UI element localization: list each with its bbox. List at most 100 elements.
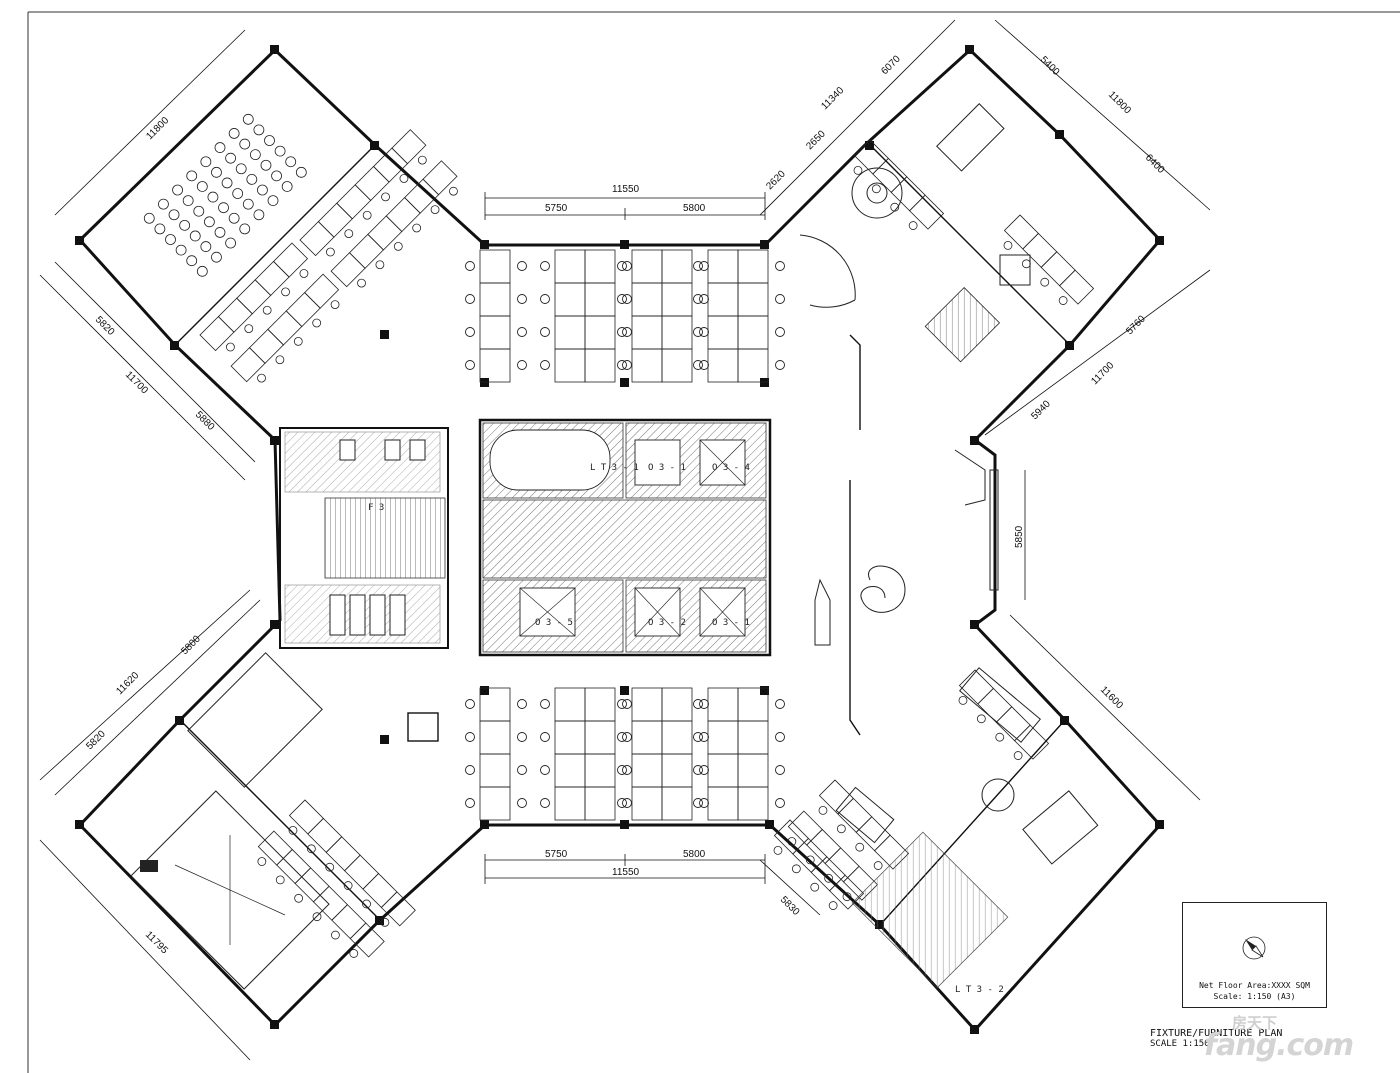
dim-ne-length-b: 6400 <box>1143 152 1167 176</box>
chair <box>186 170 198 182</box>
desk-group <box>787 779 910 902</box>
chair <box>343 881 353 890</box>
chair <box>693 294 703 304</box>
desk <box>707 348 739 383</box>
dim-ne-b: 2650 <box>804 128 828 152</box>
desk <box>276 848 312 885</box>
chair <box>331 930 340 940</box>
chair <box>617 732 627 742</box>
chair <box>275 355 285 365</box>
desk <box>236 279 272 315</box>
dim-nw-length: 11800 <box>144 115 171 142</box>
chair <box>805 855 815 865</box>
desk-group <box>199 242 340 383</box>
chair <box>449 186 458 196</box>
chair <box>908 221 918 230</box>
desk <box>331 904 367 940</box>
dim-nw-side-total: 11700 <box>123 369 150 396</box>
chair <box>465 294 475 304</box>
desk <box>348 233 385 269</box>
desk <box>554 249 586 284</box>
chair <box>412 223 422 233</box>
desk <box>584 720 616 755</box>
chair <box>517 798 527 808</box>
chair <box>540 798 550 808</box>
desk-group <box>773 819 865 910</box>
desk <box>584 753 616 788</box>
desk <box>792 837 828 873</box>
dim-e-side-a: 5760 <box>1124 313 1148 337</box>
desk <box>631 348 663 383</box>
desk <box>631 282 663 317</box>
dim-bottom-right: 5800 <box>683 849 706 860</box>
chair <box>281 181 293 192</box>
structural-columns <box>75 45 1164 1034</box>
chair <box>257 373 266 383</box>
chair <box>1003 241 1013 250</box>
chair-rows <box>143 113 307 277</box>
desk <box>837 797 873 833</box>
desk <box>707 282 739 317</box>
desk <box>810 856 846 892</box>
chair <box>699 327 709 337</box>
chair <box>517 699 527 709</box>
chair <box>617 699 627 709</box>
dim-se-length: 11600 <box>1098 684 1125 711</box>
legend-scale: Scale: 1:150 (A3) <box>1213 992 1296 1001</box>
desk <box>479 786 511 821</box>
chair <box>430 205 440 214</box>
desk <box>787 810 823 846</box>
desk <box>1059 269 1095 305</box>
chair <box>214 142 226 153</box>
chair <box>699 360 709 370</box>
desk <box>385 197 421 233</box>
chair <box>693 327 703 337</box>
dim-ne-c: 2620 <box>764 168 788 192</box>
desk <box>818 779 854 815</box>
chair <box>232 188 244 199</box>
chair <box>465 732 475 742</box>
desk <box>288 799 324 835</box>
dim-ne-length: 11800 <box>1106 89 1133 116</box>
desk <box>325 836 361 872</box>
chair <box>288 826 298 835</box>
chair <box>214 227 226 238</box>
chair <box>775 798 785 808</box>
desk <box>631 753 663 788</box>
chair <box>622 327 632 337</box>
desk <box>554 687 586 722</box>
chair <box>165 234 176 245</box>
chair <box>617 765 627 775</box>
desk <box>661 315 693 350</box>
chair <box>465 261 475 271</box>
chair <box>699 765 709 775</box>
desk <box>217 297 253 333</box>
chair <box>235 163 247 175</box>
desk <box>391 129 427 165</box>
chair <box>622 765 632 775</box>
chair <box>295 166 307 178</box>
dimension-lines <box>39 19 1211 1061</box>
desk <box>806 828 842 865</box>
central-core <box>478 418 772 657</box>
desk-group <box>299 129 458 288</box>
chair <box>791 864 801 874</box>
chair <box>890 202 900 212</box>
desk <box>737 282 769 317</box>
sheet-border <box>27 11 1400 1073</box>
chair <box>787 837 797 846</box>
chair <box>775 732 785 742</box>
dim-e-side-b: 5940 <box>1029 398 1053 422</box>
desk <box>367 215 403 251</box>
desk <box>661 249 693 284</box>
watermark-en: fang.com <box>1204 1028 1354 1063</box>
desk <box>1040 251 1076 287</box>
desk <box>199 316 235 352</box>
chair <box>200 241 212 252</box>
stair-label: L T 3 - 1 <box>590 463 639 473</box>
desk <box>661 753 693 788</box>
chair <box>775 261 785 271</box>
desk <box>584 786 616 821</box>
chair <box>1040 277 1050 287</box>
